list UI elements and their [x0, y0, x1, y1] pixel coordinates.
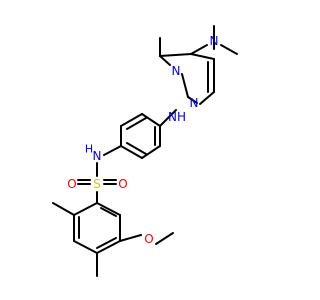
atom-n-sulfonamide: N	[93, 149, 102, 163]
bond-line	[96, 202, 121, 216]
atom-o-methoxy: O	[144, 232, 153, 246]
bond-line	[220, 44, 238, 55]
bond-line	[96, 240, 121, 254]
atom-o-sulfonyl-left: O	[67, 177, 76, 191]
atom-nh-amine: NH	[168, 110, 186, 124]
atom-n-pyrimidine-1: N	[172, 64, 181, 78]
bond-line	[120, 145, 143, 159]
bond-line	[199, 91, 215, 105]
bond-line	[187, 96, 198, 104]
bond-line	[119, 234, 142, 242]
bond-line	[73, 202, 98, 216]
bond-line	[159, 53, 192, 57]
bond-line	[73, 240, 98, 254]
bond-line	[141, 145, 161, 159]
bond-line	[190, 53, 215, 60]
bond-line	[103, 145, 122, 156]
bond-line	[159, 55, 171, 66]
atom-n-dimethylamino: N	[210, 34, 219, 48]
bond-line	[181, 73, 189, 98]
bond-line	[126, 142, 147, 155]
bond-line	[126, 117, 147, 130]
bond-line	[190, 44, 208, 55]
bond-line	[52, 202, 75, 216]
bonds	[52, 25, 238, 277]
bond-line	[155, 232, 174, 245]
atom-n-pyrimidine-2: N	[190, 96, 199, 110]
atom-o-sulfonyl-right: O	[118, 177, 127, 191]
bond-line	[100, 207, 117, 217]
molecule-structure: N N N NH N H S O O O	[52, 25, 238, 277]
bond-line	[159, 109, 177, 127]
atom-s-sulfonyl: S	[93, 177, 101, 191]
bond-line	[120, 113, 143, 127]
atom-h-sulfonamide: H	[85, 143, 93, 156]
bond-line	[96, 237, 117, 249]
bond-line	[141, 113, 161, 127]
